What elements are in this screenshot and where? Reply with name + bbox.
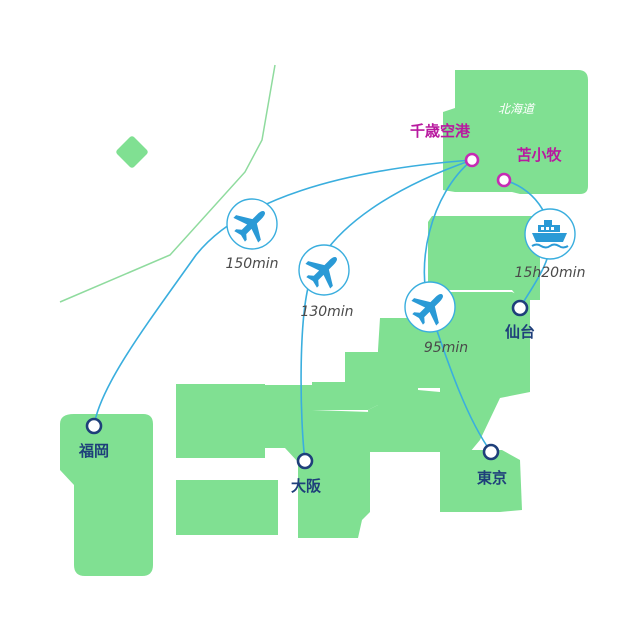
duration-osaka: 130min [300,304,353,320]
airplane-icon-fukuoka [226,198,278,250]
city-label-osaka: 大阪 [291,477,322,495]
node-tomakomai[interactable] [496,172,512,188]
land-honshu-east [418,292,530,452]
duration-sendai: 15h20min [515,265,586,281]
land-chugoku [176,384,265,458]
duration-tokyo: 95min [424,340,468,356]
region-label-hokkaido: 北海道 [498,102,536,116]
hub-label-chitose: 千歳空港 [410,122,471,140]
land-shikoku [176,480,278,535]
land-kinki [265,385,370,538]
hub-label-tomakomai: 苫小牧 [516,146,562,164]
land-kanto [440,450,522,512]
node-tokyo[interactable] [482,443,500,461]
land-hokkaido [443,70,588,194]
sea-boundary-line [59,64,276,303]
airplane-icon-tokyo [404,281,456,333]
ship-icon-sendai [524,208,576,260]
node-sendai[interactable] [511,299,529,317]
airplane-icon-osaka [298,244,350,296]
land-tohoku-north [428,216,540,300]
city-label-tokyo: 東京 [477,469,507,487]
node-chitose[interactable] [464,152,480,168]
land-chubu-west [312,352,378,410]
island-takeshima [116,136,148,168]
node-fukuoka[interactable] [85,417,103,435]
land-kyushu [60,414,153,576]
duration-fukuoka: 150min [225,256,278,272]
city-label-fukuoka: 福岡 [78,442,109,460]
route-chitose-fukuoka [93,159,473,427]
land-chubu [368,318,440,452]
city-label-sendai: 仙台 [505,323,535,341]
node-osaka[interactable] [296,452,314,470]
